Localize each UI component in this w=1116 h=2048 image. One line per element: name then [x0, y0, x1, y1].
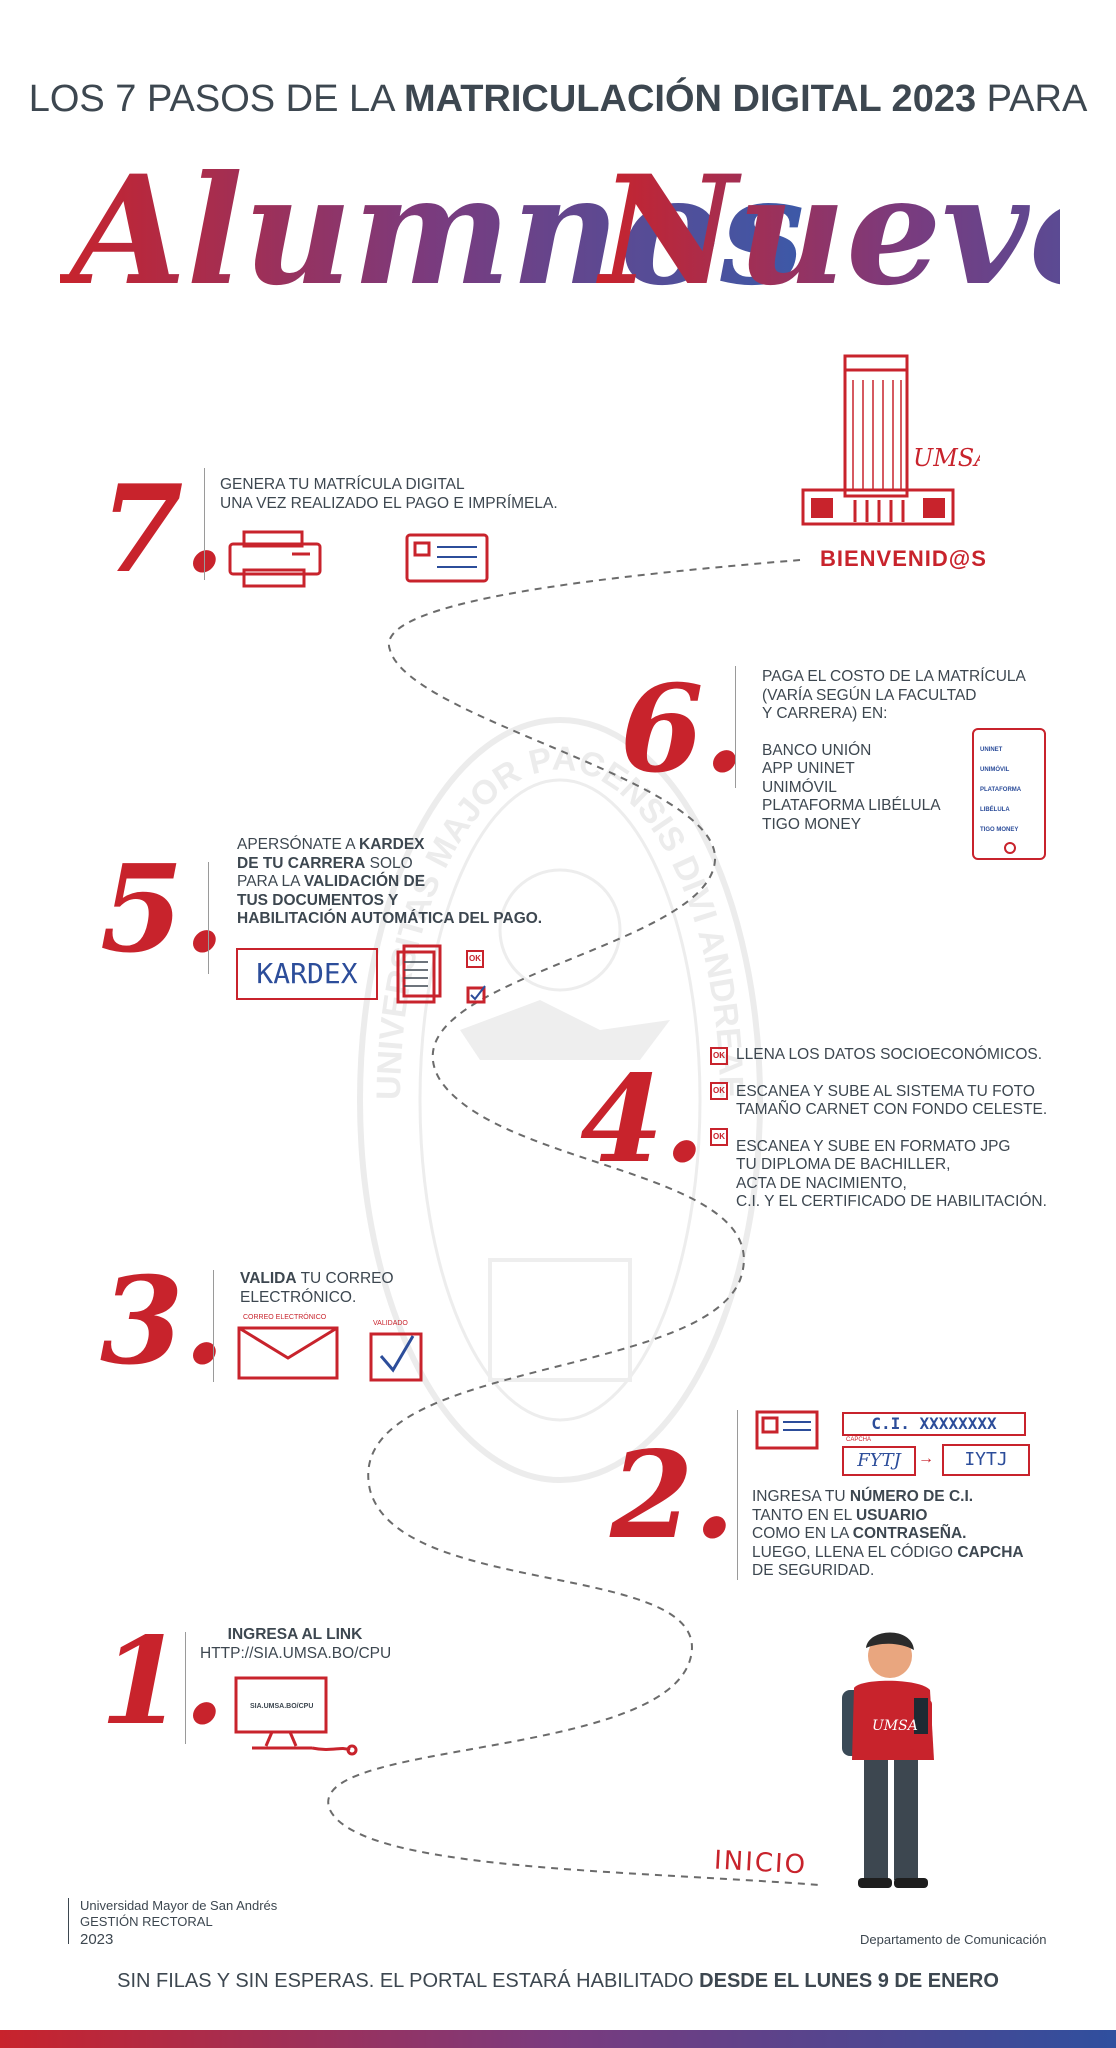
office-name: GESTIÓN RECTORAL [80, 1914, 213, 1929]
step-7-divider [204, 468, 205, 580]
step-6-divider [735, 666, 736, 788]
footer-divider [68, 1898, 69, 1944]
step-7-number: 7. [100, 459, 226, 600]
step-4-number: 4. [580, 1049, 706, 1190]
step-3-number: 3. [100, 1251, 226, 1392]
step-5-text: APERSÓNATE A KARDEX DE TU CARRERA SOLO P… [237, 836, 543, 927]
portal-link: HTTP://SIA.UMSA.BO/CPU [200, 1644, 392, 1662]
payment-option: PLATAFORMA LIBÉLULA [762, 797, 941, 814]
payment-option: TIGO MONEY [762, 815, 862, 833]
envelope-icon [237, 1326, 339, 1380]
building-label: UMSA [913, 444, 980, 472]
kardex-sign: KARDEX [236, 948, 378, 1000]
ok-check-icon: OK [710, 1082, 728, 1100]
step-3-text: VALIDA TU CORREO ELECTRÓNICO. [240, 1270, 394, 1306]
captcha-image-sketch: FYTJ [842, 1446, 916, 1476]
ok-check-icon: OK [710, 1047, 728, 1065]
id-card-icon [755, 1410, 819, 1450]
step-2-divider [737, 1410, 738, 1580]
documents-icon [396, 944, 442, 1004]
validated-check-icon [369, 1332, 423, 1382]
printer-icon [228, 530, 322, 588]
footer-org-block: Universidad Mayor de San Andrés GESTIÓN … [80, 1898, 277, 1948]
department-name: Departamento de Comunicación [860, 1932, 1047, 1947]
page-title: LOS 7 PASOS DE LA MATRICULACIÓN DIGITAL … [28, 78, 1088, 120]
step-6-text: PAGA EL COSTO DE LA MATRÍCULA (VARÍA SEG… [762, 668, 1026, 833]
checkbox-icon [466, 985, 486, 1004]
phone-icon: UNINET UNIMÓVIL PLATAFORMA LIBÉLULA TIGO… [972, 728, 1046, 860]
payment-option: BANCO UNIÓN [762, 741, 872, 759]
script-title-word-1: Alumnos [60, 143, 805, 319]
university-seal-watermark: UNIVERSITAS MAJOR PACENSIS DIVI ANDREAE [357, 717, 763, 1483]
availability-notice: SIN FILAS Y SIN ESPERAS. EL PORTAL ESTAR… [117, 1970, 999, 1992]
step-6-number: 6. [620, 659, 746, 800]
step-1-number: 1. [100, 1611, 226, 1752]
step-4-text: LLENA LOS DATOS SOCIOECONÓMICOS. ESCANEA… [736, 1046, 1048, 1210]
captcha-caption: CAPCHA [846, 1437, 872, 1443]
step-1-text: INGRESA AL LINK HTTP://SIA.UMSA.BO/CPU [200, 1626, 392, 1662]
step-1-divider [185, 1632, 186, 1744]
step-7-text: GENERA TU MATRÍCULA DIGITAL UNA VEZ REAL… [220, 476, 558, 512]
footer-year: 2023 [80, 1931, 114, 1948]
ci-input-sketch: C.I. XXXXXXXX [842, 1412, 1026, 1436]
script-title-word-2: Nuevos [596, 143, 1060, 319]
step-5-divider [208, 862, 209, 974]
validated-caption: VALIDADO [373, 1320, 408, 1327]
step-2-number: 2. [610, 1425, 736, 1566]
enrollment-card-icon [405, 533, 489, 583]
org-name: Universidad Mayor de San Andrés [80, 1898, 278, 1913]
student-illustration: UMSA [842, 1632, 934, 1888]
student-shirt-label: UMSA [872, 1718, 918, 1734]
university-building-icon: UMSA [801, 354, 980, 526]
email-caption: CORREO ELECTRÓNICO [243, 1314, 327, 1321]
step-2-text: INGRESA TU NÚMERO DE C.I. TANTO EN EL US… [752, 1488, 1024, 1579]
ok-check-icon: OK [466, 950, 484, 968]
start-label: INICIO [713, 1845, 808, 1881]
bottom-color-bar [0, 2030, 1116, 2048]
step-4-item: LLENA LOS DATOS SOCIOECONÓMICOS. [736, 1046, 1043, 1063]
step-3-divider [213, 1270, 214, 1382]
payment-option: APP UNINET [762, 760, 855, 777]
payment-option: UNIMÓVIL [762, 778, 837, 796]
arrow-right-icon: → [918, 1450, 934, 1467]
computer-icon: SIA.UMSA.BO/CPU [234, 1676, 358, 1756]
captcha-input-sketch: IYTJ [942, 1444, 1030, 1476]
computer-screen-text: SIA.UMSA.BO/CPU [250, 1703, 313, 1710]
welcome-label: BIENVENID@S [820, 546, 987, 571]
ok-check-icon: OK [710, 1128, 728, 1146]
script-title: Alumnos Nuevos [60, 143, 1060, 319]
step-5-number: 5. [100, 839, 226, 980]
